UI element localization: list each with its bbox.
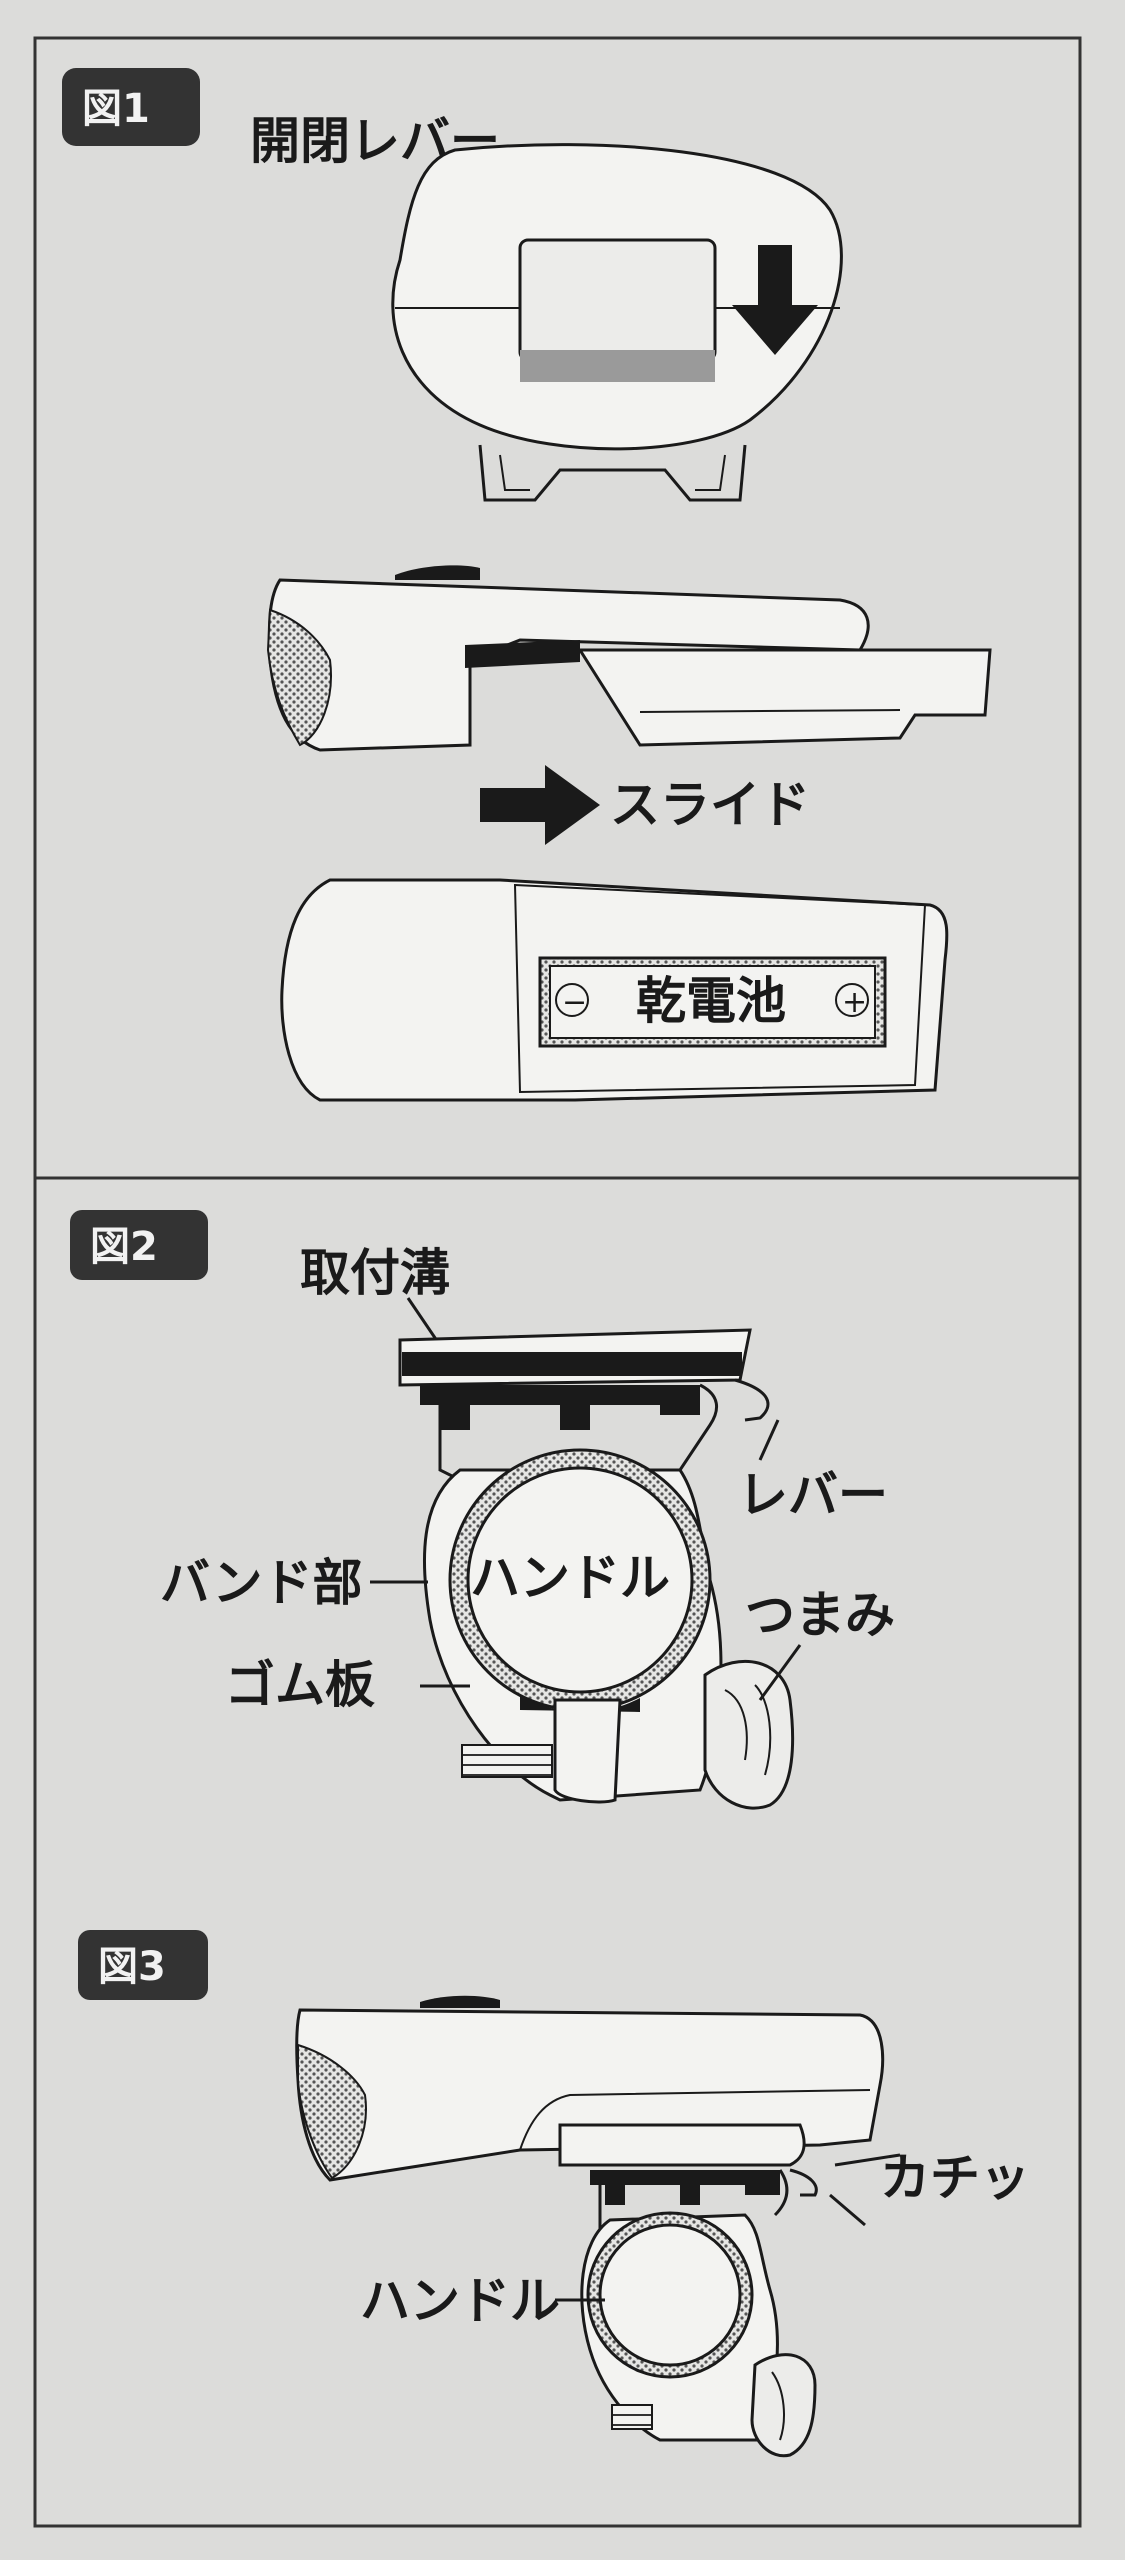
battery-label: 乾電池 xyxy=(636,972,786,1030)
figure-2-badge: 図2 xyxy=(70,1210,208,1280)
handle-label-fig3: ハンドル xyxy=(360,2272,560,2330)
minus-terminal-icon xyxy=(555,983,589,1017)
click-line-bottom xyxy=(829,2193,866,2227)
figure-2-3-border xyxy=(33,1176,1082,2528)
handle-label: ハンドル xyxy=(470,1549,670,1607)
rubber-label: ゴム板 xyxy=(225,1656,375,1714)
screw-thread xyxy=(461,1744,553,1778)
plus-terminal-icon xyxy=(835,983,869,1017)
knob-shape xyxy=(703,1659,795,1810)
figure-1-badge: 図1 xyxy=(62,68,200,146)
svg-text:図2: 図2 xyxy=(90,1224,158,1270)
mounted-light-diagram xyxy=(295,1995,885,2458)
handlebar-circle-fig3 xyxy=(598,2223,742,2367)
click-line-top xyxy=(834,2153,901,2167)
lens-shape-fig3 xyxy=(297,2043,367,2180)
groove-label: 取付溝 xyxy=(300,1244,450,1302)
svg-text:図1: 図1 xyxy=(82,86,150,132)
light-rear-view xyxy=(391,143,843,502)
bracket-diagram xyxy=(398,1328,795,1810)
figure-1-panel: 図1 開閉レバー xyxy=(33,36,1082,1180)
knob-label: つまみ xyxy=(745,1586,895,1644)
lever2-leader-line xyxy=(758,1419,780,1461)
slide-label: スライド xyxy=(610,776,810,834)
handlebar-circle xyxy=(466,1466,694,1694)
light-side-view-open xyxy=(266,565,992,752)
knob-leader-line xyxy=(758,1644,802,1701)
figure-2-3-panel: 図2 取付溝 レバー xyxy=(33,1176,1082,2528)
figure-3-badge: 図3 xyxy=(78,1930,208,2000)
lever-shape xyxy=(518,238,717,362)
right-arrow-icon xyxy=(480,765,600,845)
lens-shape xyxy=(266,608,332,747)
plus-mark: + xyxy=(842,985,867,1020)
down-arrow-icon xyxy=(732,245,818,355)
minus-mark: − xyxy=(562,985,587,1020)
svg-text:図3: 図3 xyxy=(98,1944,166,1990)
screw-thread-fig3 xyxy=(611,2404,653,2430)
click-label: カチッ xyxy=(880,2149,1030,2207)
lever-tab xyxy=(734,1378,770,1422)
lever-label-fig2: レバー xyxy=(738,1466,888,1524)
light-battery-view: − + 乾電池 xyxy=(280,878,949,1102)
band-label: バンド部 xyxy=(160,1554,363,1612)
